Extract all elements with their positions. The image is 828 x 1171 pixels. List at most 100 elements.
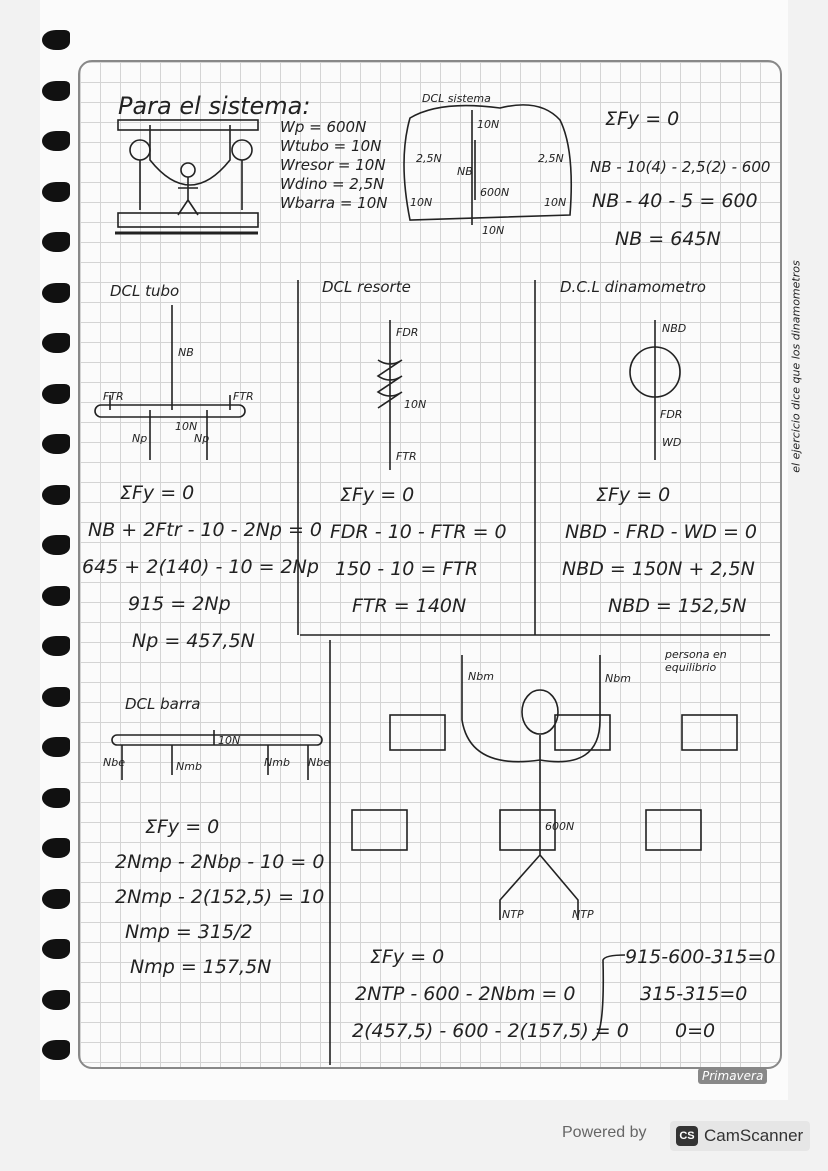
force-label: FDR xyxy=(660,408,683,421)
force-label: 10N xyxy=(477,118,500,131)
equation: FDR - 10 - FTR = 0 xyxy=(330,521,507,543)
spiral-ring xyxy=(42,888,70,909)
spiral-ring xyxy=(42,484,70,505)
camscanner-badge: CS CamScanner xyxy=(670,1121,810,1151)
force-label: 10N xyxy=(482,224,505,237)
persona-note: persona en equilibrio xyxy=(665,648,727,674)
equation: ΣFy = 0 xyxy=(605,108,680,130)
section-title: DCL barra xyxy=(125,695,201,713)
force-label: 600N xyxy=(480,186,510,199)
spiral-ring xyxy=(42,686,70,707)
spiral-ring xyxy=(42,80,70,101)
force-label: FTR xyxy=(103,390,124,403)
force-label: Nbm xyxy=(468,670,494,683)
force-label: 10N xyxy=(410,196,433,209)
grid-paper xyxy=(78,60,782,1069)
spiral-ring xyxy=(42,131,70,151)
force-label: NTP xyxy=(502,908,524,921)
force-label: 10N xyxy=(404,398,427,411)
equation: FTR = 140N xyxy=(352,595,467,617)
spiral-ring xyxy=(42,989,70,1010)
camscanner-label: CamScanner xyxy=(704,1126,804,1145)
powered-by-text: Powered by xyxy=(562,1124,647,1141)
equation: 915-600-315=0 xyxy=(625,946,776,968)
force-label: 10N xyxy=(175,420,198,433)
force-label: 10N xyxy=(218,734,241,747)
equation: Wbarra = 10N xyxy=(280,194,388,212)
force-label: WD xyxy=(662,436,682,449)
force-label: FTR xyxy=(396,450,417,463)
equation: 2Nmp - 2Nbp - 10 = 0 xyxy=(115,851,325,873)
equation: Wp = 600N xyxy=(280,118,367,136)
spiral-ring xyxy=(42,181,70,202)
equation: Wtubo = 10N xyxy=(280,137,382,155)
spiral-ring xyxy=(42,838,70,858)
spiral-ring xyxy=(42,585,70,606)
force-label: Np xyxy=(194,432,210,445)
section-title: D.C.L dinamometro xyxy=(560,278,706,296)
spiral-ring xyxy=(42,1040,70,1060)
equation: 2NTP - 600 - 2Nbm = 0 xyxy=(355,983,576,1005)
dcl-sistema-blob xyxy=(403,104,572,221)
equation: Wresor = 10N xyxy=(280,156,386,174)
equation: 0=0 xyxy=(675,1020,716,1042)
equation: ΣFy = 0 xyxy=(340,484,415,506)
force-label: Np xyxy=(132,432,148,445)
force-label: FTR xyxy=(233,390,254,403)
page-title: Para el sistema: xyxy=(118,92,311,120)
resorte-diagram xyxy=(376,320,403,470)
force-label: Nbe xyxy=(103,756,125,769)
force-label: NBD xyxy=(662,322,687,335)
persona-diagram xyxy=(351,655,738,1041)
spiral-ring xyxy=(42,939,70,959)
force-label: Nmb xyxy=(176,760,202,773)
force-label: 600N xyxy=(545,820,575,833)
equation: 915 = 2Np xyxy=(128,593,231,615)
dcl-sistema-title: DCL sistema xyxy=(422,92,491,105)
equation: Nmp = 315/2 xyxy=(125,921,253,943)
equation: ΣFy = 0 xyxy=(145,816,220,838)
equation: NBD - FRD - WD = 0 xyxy=(565,521,758,543)
equation: 315-315=0 xyxy=(640,983,748,1005)
force-label: NB xyxy=(178,346,194,359)
camscanner-logo-icon: CS xyxy=(676,1126,698,1146)
equation: 150 - 10 = FTR xyxy=(335,558,479,580)
equation: NB - 40 - 5 = 600 xyxy=(592,190,758,212)
equation: NB + 2Ftr - 10 - 2Np = 0 xyxy=(88,519,323,541)
equation: NB = 645N xyxy=(615,228,721,250)
force-label: Nmb xyxy=(264,756,290,769)
equation: ΣFy = 0 xyxy=(120,482,195,504)
spiral-ring xyxy=(42,535,70,555)
primavera-logo: Primavera xyxy=(698,1068,768,1084)
spiral-ring xyxy=(42,232,70,252)
equation: 645 + 2(140) - 10 = 2Np xyxy=(82,556,319,578)
force-label: FDR xyxy=(396,326,419,339)
force-label: Nbm xyxy=(605,672,631,685)
equation: NB - 10(4) - 2,5(2) - 600 xyxy=(590,158,771,176)
spiral-ring xyxy=(42,434,70,454)
force-label: NTP xyxy=(572,908,594,921)
side-note: el ejercicio dice que los dinamometros xyxy=(789,260,803,473)
system-sketch xyxy=(115,119,259,235)
spiral-ring xyxy=(42,282,70,303)
equation: 2(457,5) - 600 - 2(157,5) = 0 xyxy=(352,1020,629,1042)
equation: ΣFy = 0 xyxy=(596,484,671,506)
tubo-diagram xyxy=(94,305,246,460)
section-title: DCL resorte xyxy=(322,278,411,296)
equation: ΣFy = 0 xyxy=(370,946,445,968)
separators xyxy=(297,280,770,1065)
force-label: NB xyxy=(457,165,473,178)
force-label: 2,5N xyxy=(538,152,564,165)
spiral-ring xyxy=(42,383,70,404)
equation: Wdino = 2,5N xyxy=(280,175,385,193)
equation: Np = 457,5N xyxy=(132,630,255,652)
equation: NBD = 152,5N xyxy=(608,595,747,617)
dinamometro-diagram xyxy=(629,320,681,460)
spiral-ring xyxy=(42,30,70,50)
spiral-ring xyxy=(42,787,70,808)
spiral-ring xyxy=(42,737,70,757)
equation: 2Nmp - 2(152,5) = 10 xyxy=(115,886,325,908)
spiral-ring xyxy=(42,333,70,353)
force-label: 10N xyxy=(544,196,567,209)
